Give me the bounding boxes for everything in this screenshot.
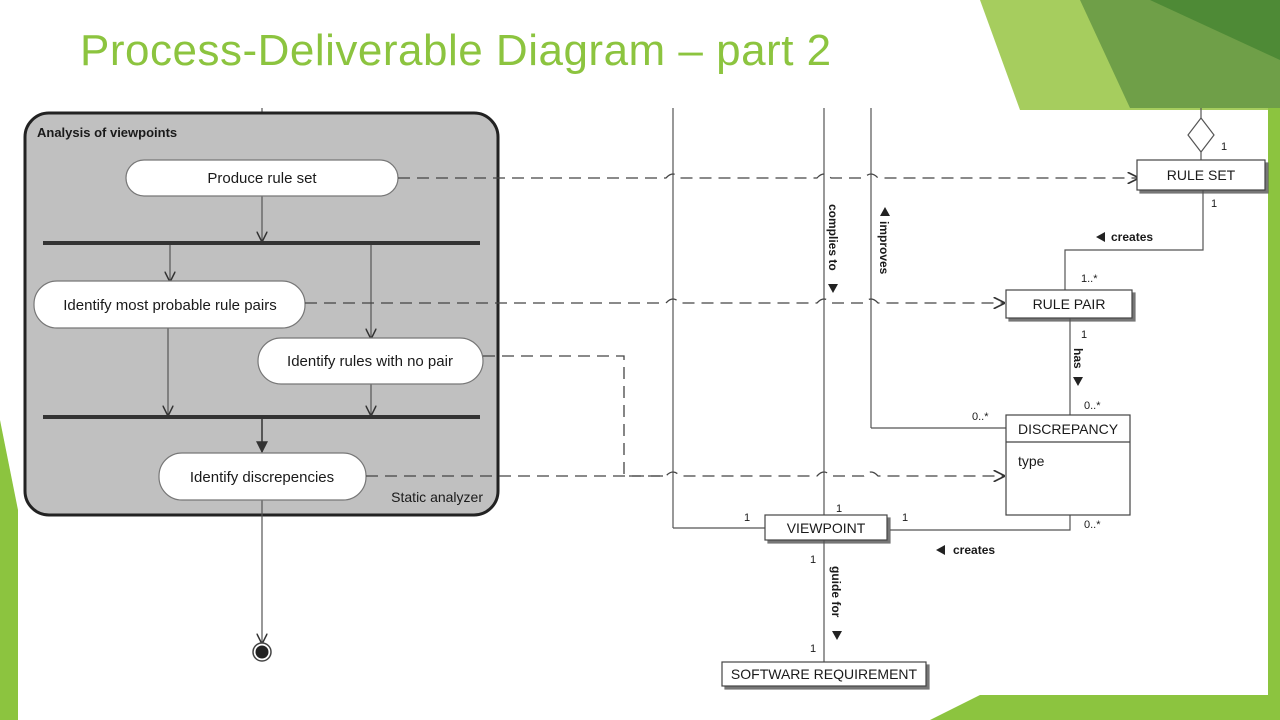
multiplicity: 1 [1221, 141, 1227, 153]
multiplicity: 1 [902, 512, 908, 524]
dashed-arrow-rule-set [398, 174, 1138, 178]
association-label: complies to [826, 204, 840, 271]
association-label-has: has [1071, 348, 1085, 386]
direction-left-icon [1096, 232, 1105, 242]
association-label: has [1071, 348, 1085, 369]
association-label-improves: improves [877, 207, 891, 275]
multiplicity: 1 [1081, 329, 1087, 341]
decor-right-edge [1268, 108, 1280, 720]
concept-label: SOFTWARE REQUIREMENT [731, 666, 918, 682]
association-label-creates-discrepancy: creates [936, 543, 995, 557]
concept-rule-pair: RULE PAIR [1005, 289, 1133, 319]
deliverable-arrows [305, 174, 1138, 476]
association-creates-discrepancy-line [890, 515, 1071, 531]
concept-software-requirement: SOFTWARE REQUIREMENT [721, 661, 927, 687]
multiplicity: 0..* [1084, 519, 1101, 531]
multiplicity: 1 [836, 503, 842, 515]
activity-label: Identify rules with no pair [287, 353, 453, 370]
multiplicity: 1 [1211, 198, 1217, 210]
multiplicity: 1..* [1081, 273, 1098, 285]
aggregation-diamond [1187, 117, 1215, 153]
concept-label: DISCREPANCY [1018, 421, 1119, 437]
concept-discrepancy: DISCREPANCY type [1005, 414, 1131, 516]
association-label-guide-for: guide for [829, 566, 843, 640]
association-label: creates [1111, 230, 1153, 244]
activity-label: Identify most probable rule pairs [63, 297, 276, 314]
activity-produce-rule-set: Produce rule set [125, 159, 399, 197]
activity-identify-discrepencies: Identify discrepencies [158, 452, 367, 501]
concept-viewpoint: VIEWPOINT [764, 514, 888, 541]
activity-group-footer: Static analyzer [391, 489, 483, 505]
concept-attribute: type [1018, 453, 1045, 469]
multiplicity: 1 [810, 554, 816, 566]
final-node-inner [255, 645, 269, 659]
join-bar [43, 415, 480, 419]
direction-down-icon [1073, 377, 1083, 386]
decor-left-edge [0, 420, 18, 720]
association-label: guide for [829, 566, 843, 618]
direction-down-icon [828, 284, 838, 293]
association-label: improves [877, 221, 891, 275]
dashed-arrow-rule-pair [305, 299, 1004, 303]
multiplicity: 1 [810, 643, 816, 655]
activity-label: Identify discrepencies [190, 469, 334, 486]
association-label-creates-rule-pair: creates [1096, 230, 1153, 244]
association-label-complies-to: complies to [826, 204, 840, 293]
concept-label: RULE PAIR [1033, 296, 1106, 312]
fork-bar [43, 241, 480, 245]
multiplicity: 0..* [972, 411, 989, 423]
concept-label: RULE SET [1167, 167, 1236, 183]
concept-rule-set: RULE SET [1136, 159, 1266, 191]
concept-label: VIEWPOINT [787, 520, 866, 536]
activity-group-title: Analysis of viewpoints [37, 125, 177, 140]
slide-title: Process-Deliverable Diagram – part 2 [80, 26, 832, 75]
direction-down-icon [832, 631, 842, 640]
association-label: creates [953, 543, 995, 557]
activity-identify-no-pair: Identify rules with no pair [257, 337, 484, 385]
activity-label: Produce rule set [207, 170, 317, 187]
direction-up-icon [880, 207, 890, 216]
decor-top-corner [1150, 0, 1280, 60]
activity-identify-rule-pairs: Identify most probable rule pairs [33, 280, 306, 329]
decor-bottom-right [930, 695, 1268, 720]
multiplicity-labels: 1 1 1..* 1 0..* 0..* 0..* 1 1 1 1 1 [744, 141, 1227, 655]
direction-left-icon [936, 545, 945, 555]
dashed-arrow-no-pair [483, 355, 1004, 476]
association-creates-line [1064, 190, 1204, 292]
multiplicity: 1 [744, 512, 750, 524]
multiplicity: 0..* [1084, 400, 1101, 412]
